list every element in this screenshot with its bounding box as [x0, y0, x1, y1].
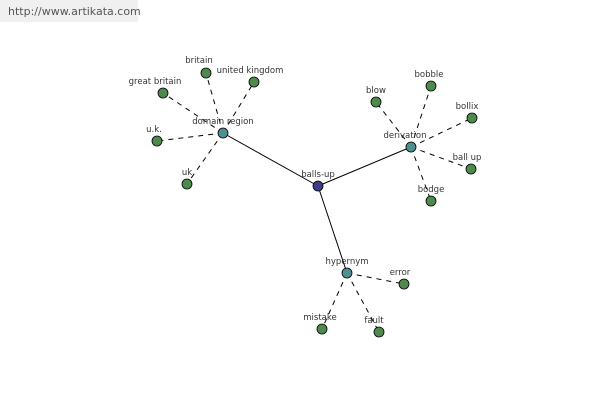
leaf-node-error[interactable] — [398, 278, 410, 290]
leaf-label-error: error — [390, 268, 411, 278]
edge-domain-region-uk — [186, 132, 224, 185]
leaf-label-u-k: u.k. — [146, 125, 162, 135]
edge-hypernym-mistake — [321, 272, 348, 330]
edge-root-derivation — [317, 146, 412, 187]
category-label-domain-region: domain region — [192, 117, 253, 127]
leaf-label-uk: uk — [182, 168, 192, 178]
leaf-node-fault[interactable] — [373, 326, 385, 338]
leaf-node-bodge[interactable] — [425, 195, 437, 207]
leaf-node-ball-up[interactable] — [465, 163, 477, 175]
leaf-node-blow[interactable] — [370, 96, 382, 108]
leaf-node-great-britain[interactable] — [157, 87, 169, 99]
category-node-derivation[interactable] — [405, 141, 417, 153]
leaf-node-u-k[interactable] — [151, 135, 163, 147]
category-label-hypernym: hypernym — [325, 257, 368, 267]
leaf-label-mistake: mistake — [303, 313, 336, 323]
edge-derivation-bobble — [410, 85, 432, 148]
leaf-label-blow: blow — [366, 86, 386, 96]
graph-edges — [156, 72, 473, 333]
leaf-node-britain[interactable] — [200, 67, 212, 79]
leaf-label-britain: britain — [185, 56, 213, 66]
graph-nodes — [151, 67, 478, 338]
category-label-derivation: derivation — [383, 131, 426, 141]
leaf-node-mistake[interactable] — [316, 323, 328, 335]
category-node-domain-region[interactable] — [217, 127, 229, 139]
edge-domain-region-u-k — [156, 132, 224, 142]
graph-labels: balls-up domain region britain united kingd… — [129, 56, 482, 326]
leaf-label-bodge: bodge — [418, 185, 445, 195]
edge-hypernym-fault — [346, 272, 380, 333]
edge-domain-region-great-britain — [162, 92, 224, 134]
source-url-banner[interactable]: http://www.artikata.com — [0, 0, 141, 22]
leaf-label-fault: fault — [364, 316, 384, 326]
root-node-balls-up[interactable] — [312, 180, 324, 192]
leaf-label-ball-up: ball up — [453, 153, 482, 163]
edge-derivation-ball-up — [410, 146, 472, 170]
leaf-label-great-britain: great britain — [129, 77, 182, 87]
edge-derivation-bollix — [410, 117, 473, 148]
leaf-node-bobble[interactable] — [425, 80, 437, 92]
leaf-label-bollix: bollix — [456, 102, 479, 112]
root-label-balls-up: balls-up — [301, 170, 335, 180]
edge-domain-region-britain — [205, 72, 224, 134]
category-node-hypernym[interactable] — [341, 267, 353, 279]
leaf-node-bollix[interactable] — [466, 112, 478, 124]
leaf-label-bobble: bobble — [415, 70, 444, 80]
leaf-label-united-kingdom: united kingdom — [217, 66, 284, 76]
edge-root-hypernym — [317, 185, 348, 274]
edge-root-domain-region — [222, 132, 319, 187]
leaf-node-united-kingdom[interactable] — [248, 76, 260, 88]
leaf-node-uk[interactable] — [181, 178, 193, 190]
